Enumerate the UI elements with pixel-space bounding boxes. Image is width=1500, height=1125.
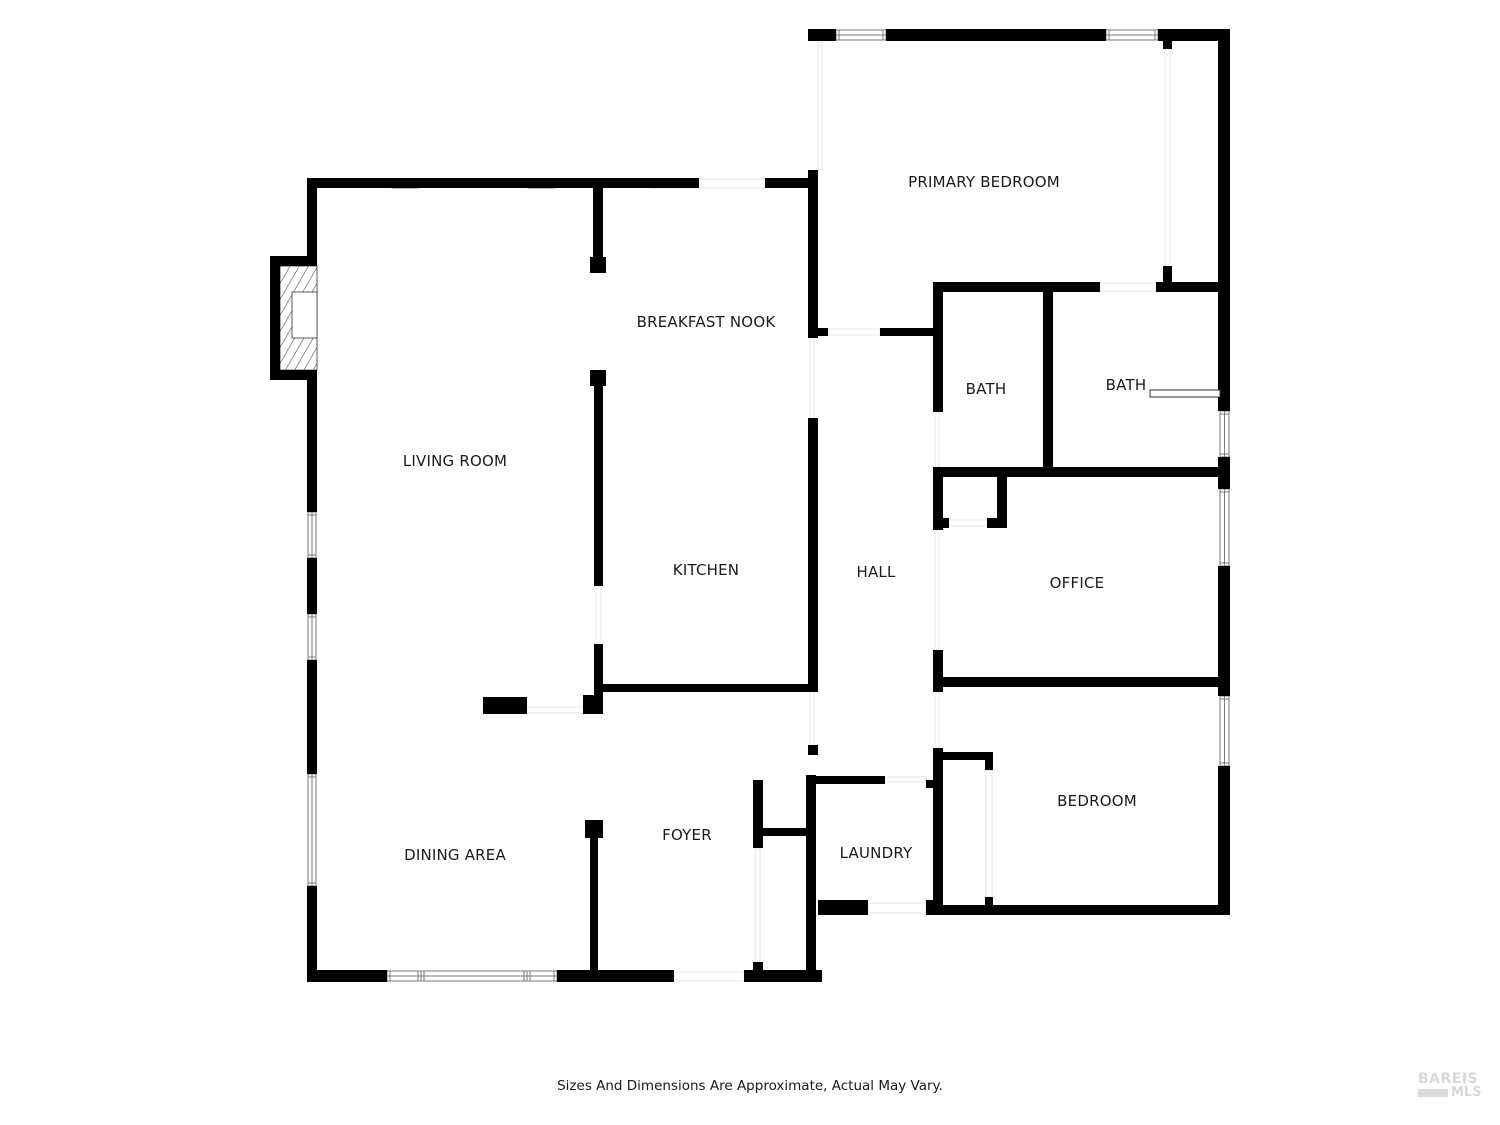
watermark-line2: MLS (1451, 1085, 1482, 1100)
watermark-bar (1418, 1089, 1448, 1097)
room-label-laundry: LAUNDRY (839, 844, 913, 862)
watermark-line1: BAREIS (1418, 1071, 1479, 1087)
room-label-kitchen: KITCHEN (672, 561, 740, 579)
room-label-dining-area: DINING AREA (404, 846, 506, 864)
disclaimer-text: Sizes And Dimensions Are Approximate, Ac… (557, 1078, 943, 1094)
room-label-office: OFFICE (1049, 574, 1105, 592)
room-label-bath-2: BATH (1105, 376, 1147, 394)
walls (270, 29, 1230, 982)
room-label-foyer: FOYER (662, 826, 712, 844)
room-label-bedroom: BEDROOM (1057, 792, 1137, 810)
room-label-primary-bedroom: PRIMARY BEDROOM (908, 173, 1060, 191)
mls-watermark-logo: BAREIS MLS (1418, 1072, 1492, 1100)
room-label-bath-1: BATH (965, 380, 1007, 398)
shower-bar-icon (1149, 389, 1221, 398)
room-label-hall: HALL (856, 563, 896, 581)
room-label-breakfast-nook: BREAKFAST NOOK (636, 313, 776, 331)
room-label-living-room: LIVING ROOM (402, 452, 508, 470)
windows (307, 29, 1230, 982)
fireplace-icon (279, 265, 318, 371)
